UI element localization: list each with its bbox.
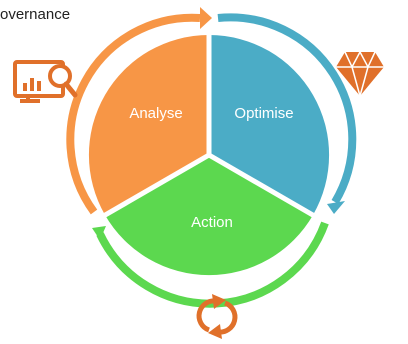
label-optimise: Optimise	[234, 105, 293, 122]
arc-analyse	[66, 13, 201, 215]
divider-right	[207, 152, 320, 221]
arc-optimise	[217, 13, 357, 205]
label-action: Action	[191, 214, 233, 231]
header-text: overnance	[0, 6, 71, 23]
divider-left	[98, 152, 211, 221]
refresh-cycle-icon	[196, 294, 238, 339]
arc-analyse-arrowhead	[200, 7, 212, 29]
arc-action-arrowhead	[92, 226, 106, 240]
label-analyse: Analyse	[129, 105, 182, 122]
monitor-chart-magnifier-icon	[13, 60, 78, 103]
arc-optimise-arrowhead	[327, 201, 345, 214]
diamond-icon	[336, 50, 384, 99]
